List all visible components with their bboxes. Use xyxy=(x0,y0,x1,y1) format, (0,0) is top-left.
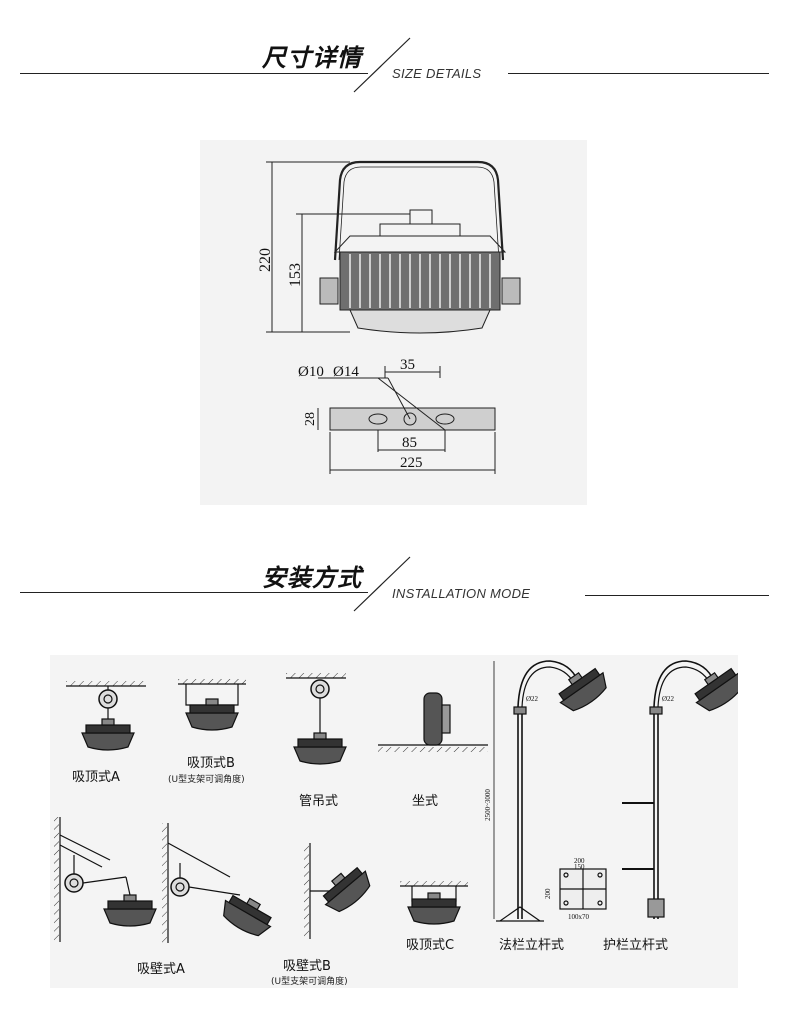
install-drawings: Ø22 Ø22 2500~3000 200 150 200 100x70 xyxy=(54,660,738,943)
dim-85: 85 xyxy=(402,435,417,451)
dim-hole-large: Ø14 xyxy=(333,364,359,380)
pole-height-label: 2500~3000 xyxy=(484,789,492,821)
label-wall-a: 吸壁式A xyxy=(137,962,185,977)
header2-line-left xyxy=(20,592,368,593)
label-rail-pole: 护栏立杆式 xyxy=(603,938,669,953)
header-line-right xyxy=(508,73,769,74)
dim-225: 225 xyxy=(400,455,423,471)
base-h-label: 200 xyxy=(544,888,552,899)
section-subtitle-install: INSTALLATION MODE xyxy=(392,586,531,601)
label-ceiling-b-note: (U型支架可调角度) xyxy=(168,775,245,785)
label-ceiling-b: 吸顶式B xyxy=(187,756,235,771)
label-seat: 坐式 xyxy=(412,794,439,809)
base-w1-label: 200 xyxy=(574,857,585,865)
header2-line-right xyxy=(585,595,769,596)
label-wall-b: 吸壁式B xyxy=(283,959,331,974)
dim-28: 28 xyxy=(303,412,318,426)
base-w2-label: 150 xyxy=(574,863,585,871)
dim-35: 35 xyxy=(400,357,415,373)
dim-153: 153 xyxy=(287,263,304,287)
label-flange-pole: 法栏立杆式 xyxy=(499,938,565,953)
size-drawing: 220 153 Ø10 Ø14 35 28 85 225 xyxy=(257,160,521,474)
label-wall-b-note: (U型支架可调角度) xyxy=(271,977,348,987)
dim-220: 220 xyxy=(257,248,274,272)
section-title-install: 安装方式 xyxy=(262,564,362,592)
label-ceiling-a: 吸顶式A xyxy=(72,770,120,785)
section-subtitle-size: SIZE DETAILS xyxy=(392,66,482,81)
section-title-size: 尺寸详情 xyxy=(262,44,362,72)
base-sq-label: 100x70 xyxy=(568,913,590,921)
pole-dia-label: Ø22 xyxy=(526,695,539,703)
size-drawing-panel: 220 153 Ø10 Ø14 35 28 85 225 xyxy=(200,140,587,505)
header2-slash xyxy=(353,556,411,612)
heat-sink-fins xyxy=(339,251,501,311)
header-line-left xyxy=(20,73,368,74)
label-pipe-hang: 管吊式 xyxy=(299,794,339,809)
dim-hole-small: Ø10 xyxy=(298,364,324,380)
header-slash xyxy=(353,37,411,93)
label-ceiling-c: 吸顶式C xyxy=(406,938,455,953)
rail-pole-dia-label: Ø22 xyxy=(662,695,675,703)
